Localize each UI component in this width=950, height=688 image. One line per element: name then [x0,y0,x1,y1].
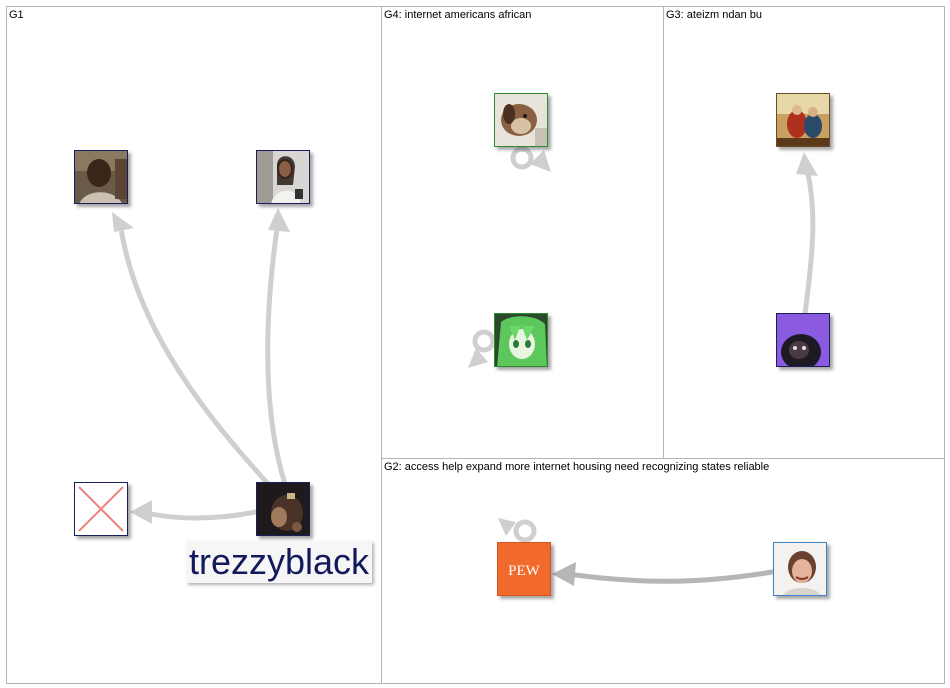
trezzyblack-avatar-image [257,483,309,535]
group-title-g3: G3: ateizm ndan bu [666,9,763,21]
self-loop-g2-pew [513,519,537,543]
edge-g2 [565,569,775,584]
group-title-g4: G4: internet americans african [384,9,532,21]
arrow-head-user1 [112,212,134,232]
user-node-trezzyblack[interactable] [256,482,310,536]
man-avatar-image [75,151,127,203]
arrow-head-g4-bottom [468,348,488,368]
edge-g3 [802,163,816,317]
self-loop-g4-top [510,146,534,170]
woman-avatar-image [257,151,309,203]
user-node-anime-avatar[interactable] [494,313,548,367]
user-node-painting-avatar[interactable] [776,93,830,147]
arrow-head-user3 [130,500,152,524]
group-title-g1: G1 [9,9,24,21]
user-node-man-avatar[interactable] [74,150,128,204]
anime-avatar-image [495,314,547,366]
user-node-woman-avatar[interactable] [256,150,310,204]
purple-avatar-image [777,314,829,366]
edge-trezzy-to-user2 [265,219,288,487]
arrow-head-g4-top [530,150,551,172]
user-node-missing-image[interactable] [74,482,128,536]
painting-avatar-image [777,94,829,146]
arrow-head-user2 [268,208,290,232]
user-node-purple-avatar[interactable] [776,313,830,367]
user-node-woman-smiling-avatar[interactable] [773,542,827,596]
svg-text:PEW: PEW [508,563,541,579]
edge-trezzy-to-user1 [117,219,273,489]
pew-logo: PEW [508,563,541,579]
group-panel-g4: G4: internet americans african [381,6,664,459]
org-node-pew[interactable]: PEW [497,542,551,596]
node-label-trezzyblack: trezzyblack [186,541,373,583]
user-node-dog-avatar[interactable] [494,93,548,147]
edge-trezzy-to-user3 [139,509,259,521]
missing-image-icon [78,486,124,532]
self-loop-g4-bottom [472,329,496,353]
woman-smiling-avatar-image [774,543,826,595]
dog-avatar-image [495,94,547,146]
group-panel-g2: G2: access help expand more internet hou… [381,458,945,684]
arrow-head-g3 [796,152,818,176]
group-title-g2: G2: access help expand more internet hou… [384,461,770,473]
arrow-head-g2 [552,562,576,586]
arrow-head-g2-pew [498,518,516,536]
group-panel-g3: G3: ateizm ndan bu [663,6,945,459]
